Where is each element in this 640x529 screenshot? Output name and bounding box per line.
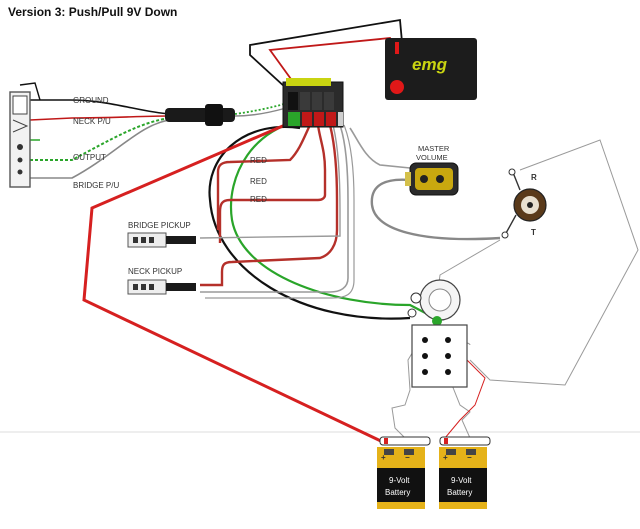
label-red-1: RED [250,156,267,165]
battery-2-line1: 9-Volt [451,476,472,485]
red-wire-1 [218,124,327,243]
green-loop-wire [229,118,436,319]
label-neck-pickup: NECK PICKUP [128,267,182,276]
battery-pack-black-wire [249,18,403,89]
battery-clip-2 [439,436,491,446]
battery-1-line1: 9-Volt [389,476,410,485]
push-pull-pot [407,279,461,326]
battery-2: + − 9-Volt Battery [439,447,487,509]
grey-wire-2 [205,124,355,299]
shielded-cable [165,108,235,122]
bridge-pickup-connector [127,232,196,248]
grey-wire-1 [200,124,349,293]
battery-pack: emg [385,38,477,100]
label-bridge-pickup: BRIDGE PICKUP [128,221,191,230]
label-bridge-pu: BRIDGE P/U [73,181,119,190]
board-to-volume-wire [349,127,411,169]
battery-pack-led [390,80,404,94]
jack-bridge-wire [30,119,171,179]
battery-2-line2: Battery [447,488,472,497]
battery-1-line2: Battery [385,488,410,497]
label-output: OUTPUT [73,153,106,162]
jack-ground-wire [30,99,171,115]
cable-ferrule [205,104,223,126]
battery-2-pos: + [443,453,448,462]
jack-black-stub [19,82,41,101]
label-terminal-t: T [531,228,536,237]
pcb-module [282,78,344,128]
neck-pickup-connector [127,279,196,295]
battery-clip-1 [379,436,431,446]
master-volume-pot [405,162,459,196]
black-loop-wire [208,125,411,320]
switch-to-battery-wire-1 [391,339,421,439]
red-wire-3 [200,124,339,287]
diagram-title: Version 3: Push/Pull 9V Down [8,5,177,19]
label-red-3: RED [250,195,267,204]
battery-1: + − 9-Volt Battery [377,447,425,509]
jack-output-wire [30,117,171,161]
label-red-2: RED [250,177,267,186]
label-terminal-r: R [531,173,537,182]
cable-to-board-wire [234,103,285,115]
label-ground: GROUND [73,96,109,105]
output-jack [9,91,31,188]
label-master: MASTER [418,144,450,153]
toggle-switch [501,168,547,239]
label-volume: VOLUME [416,153,448,162]
grey-wire-3 [199,124,341,239]
jack-neck-wire [29,115,171,121]
logo-text: emg [412,55,448,74]
cable-to-board-wire-2 [234,107,287,117]
battery-2-neg: − [467,453,472,462]
battery-1-pos: + [381,453,386,462]
right-outline-wire [469,139,639,386]
volume-to-toggle-cable [370,178,501,241]
switch-to-battery-wire-2 [449,379,471,439]
label-neck-pu: NECK P/U [73,117,111,126]
red-wire-2 [216,124,312,230]
dpdt-switch [411,324,468,388]
switch-to-battery-red-wire [444,354,486,439]
volume-to-toggle-cable-highlight [377,182,501,238]
battery-1-neg: − [405,453,410,462]
battery-red-wire [82,123,386,445]
